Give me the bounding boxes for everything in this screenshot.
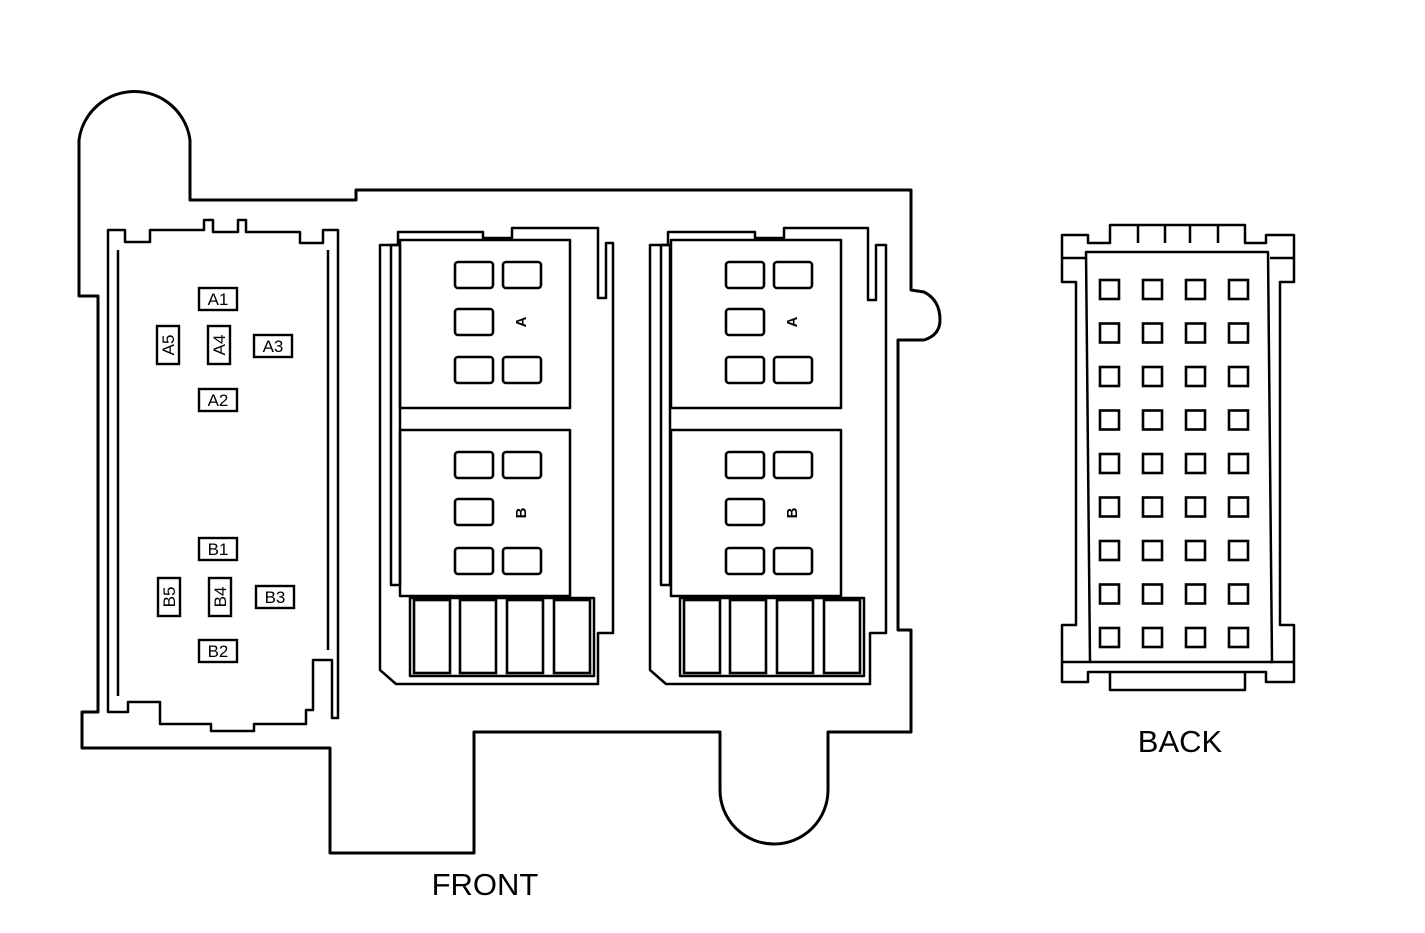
- relay-2-section-a-label: A: [784, 316, 801, 327]
- terminal-b1: B1: [208, 540, 229, 559]
- back-caption: BACK: [1138, 724, 1223, 759]
- back-pin-cavity: [1141, 626, 1164, 649]
- back-pin-cavity: [1184, 452, 1207, 475]
- relay-slot-1: [378, 226, 615, 686]
- front-housing-outline: [77, 89, 942, 855]
- back-pin-cavity: [1098, 322, 1121, 344]
- relay-slot-2: [648, 226, 888, 686]
- back-pin-cavity: [1184, 278, 1207, 301]
- front-caption: FRONT: [432, 867, 539, 902]
- front-terminal-block-outline: [106, 218, 340, 733]
- back-pin-cavity: [1141, 322, 1164, 344]
- relay-1-section-b-label: B: [513, 507, 530, 518]
- back-pin-cavity: [1098, 583, 1121, 605]
- fuse-slots: [412, 598, 862, 675]
- back-pin-cavity: [1141, 409, 1164, 431]
- terminal-a3: A3: [263, 337, 284, 356]
- terminal-b2: B2: [208, 642, 229, 661]
- back-pin-cavity: [1098, 409, 1121, 431]
- terminal-a1: A1: [208, 290, 229, 309]
- terminal-b3: B3: [265, 588, 286, 607]
- terminal-a4: A4: [210, 335, 229, 356]
- back-pin-cavity: [1227, 409, 1250, 431]
- back-pin-cavity: [1184, 409, 1207, 431]
- back-pin-grid: [1098, 278, 1250, 649]
- terminal-a5: A5: [159, 335, 178, 356]
- back-pin-cavity: [1141, 365, 1164, 388]
- relay-pin-cavities: [453, 260, 814, 576]
- relay-2-section-b-label: B: [784, 507, 801, 518]
- back-pin-cavity: [1141, 583, 1164, 605]
- back-pin-cavity: [1227, 626, 1250, 649]
- back-pin-cavity: [1098, 626, 1121, 649]
- back-pin-cavity: [1227, 452, 1250, 475]
- back-pin-cavity: [1184, 583, 1207, 605]
- back-pin-cavity: [1227, 322, 1250, 344]
- back-pin-cavity: [1227, 278, 1250, 301]
- back-pin-cavity: [1098, 496, 1121, 518]
- back-pin-cavity: [1098, 365, 1121, 388]
- front-terminal-labels: A1 A2 A3 A4 A5 B1 B2 B3 B4 B5: [155, 286, 296, 664]
- back-pin-cavity: [1098, 539, 1121, 562]
- back-pin-cavity: [1227, 496, 1250, 518]
- back-pin-cavity: [1184, 322, 1207, 344]
- back-pin-cavity: [1141, 539, 1164, 562]
- front-terminal-block-inner-rail: [116, 250, 330, 696]
- back-pin-cavity: [1141, 278, 1164, 301]
- back-pin-cavity: [1141, 496, 1164, 518]
- back-connector: [1060, 223, 1296, 692]
- back-pin-cavity: [1184, 626, 1207, 649]
- relay-1-section-a-label: A: [513, 316, 530, 327]
- back-pin-cavity: [1098, 452, 1121, 475]
- back-pin-cavity: [1184, 496, 1207, 518]
- back-pin-cavity: [1098, 278, 1121, 301]
- terminal-b4: B4: [211, 587, 230, 608]
- back-pin-cavity: [1141, 452, 1164, 475]
- back-pin-cavity: [1227, 539, 1250, 562]
- back-pin-cavity: [1184, 365, 1207, 388]
- back-pin-cavity: [1184, 539, 1207, 562]
- terminal-b5: B5: [160, 587, 179, 608]
- back-pin-cavity: [1227, 583, 1250, 605]
- terminal-a2: A2: [208, 391, 229, 410]
- back-pin-cavity: [1227, 365, 1250, 388]
